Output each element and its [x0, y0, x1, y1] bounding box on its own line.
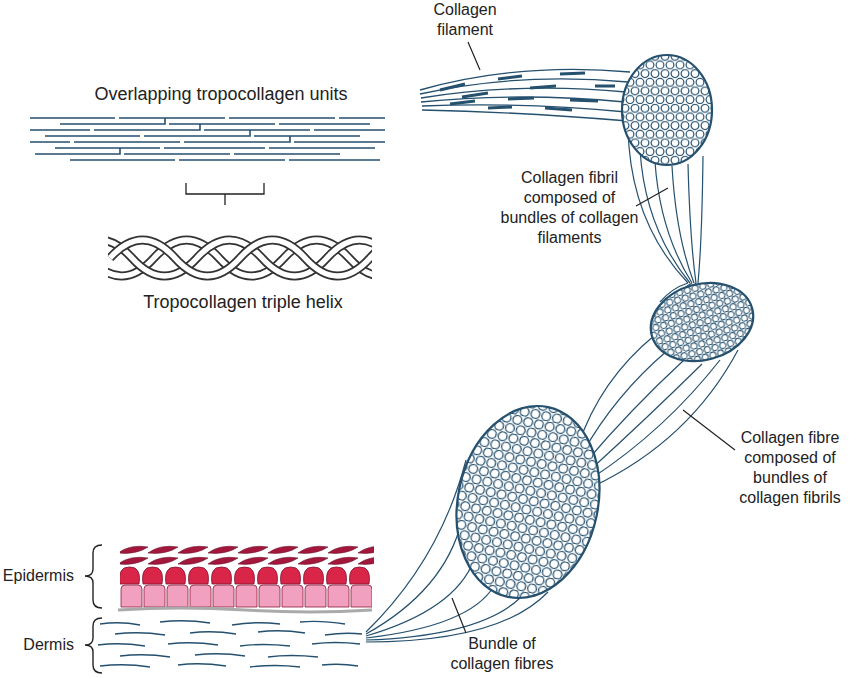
- filament-marks: [440, 73, 615, 110]
- part-label: Overlapping tropocollagen units: [40, 84, 402, 104]
- bracket: [186, 183, 264, 205]
- triple-helix: [108, 240, 372, 276]
- callout-label: Collagen fibril composed of bundles of c…: [497, 168, 642, 248]
- epidermis-basal-cells: [120, 584, 372, 608]
- epidermis-brace: [85, 545, 102, 608]
- epidermis-flat-cells: [120, 544, 374, 566]
- part-label: Collagen filament: [420, 0, 510, 40]
- fibre-cross-section: [642, 272, 762, 372]
- callout-label: Bundle of collagen fibres: [446, 634, 558, 674]
- tropocollagen-units: [30, 118, 385, 160]
- part-label: Tropocollagen triple helix: [60, 292, 426, 312]
- collagen-filament: [420, 69, 630, 121]
- dermis-fibres: [98, 621, 362, 667]
- epidermis-cells: [120, 566, 372, 585]
- leader-line: [452, 42, 735, 633]
- layer-label: Dermis: [0, 635, 74, 655]
- fibril-cross-section: [622, 55, 712, 165]
- basement-membrane: [118, 608, 372, 612]
- layer-label: Epidermis: [0, 566, 74, 586]
- callout-label: Collagen fibre composed of bundles of co…: [731, 428, 849, 508]
- dermis-brace: [85, 618, 102, 673]
- bundle-cross-section: [439, 393, 616, 612]
